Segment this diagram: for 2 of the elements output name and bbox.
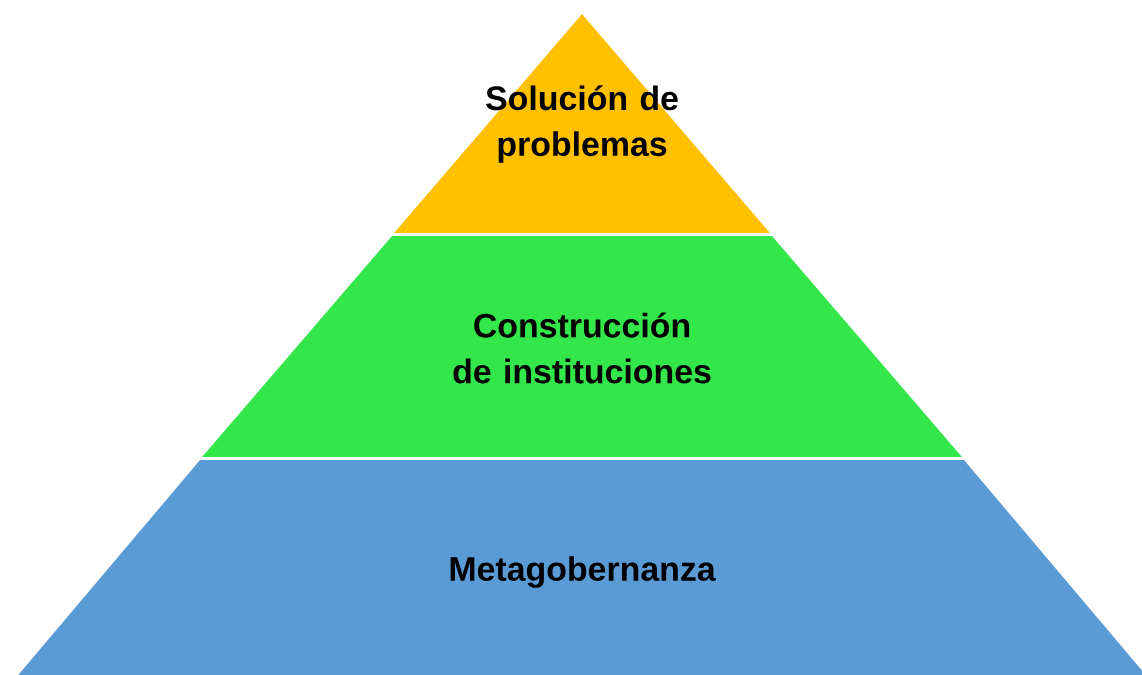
pyramid-tier: Construcción de instituciones	[202, 236, 962, 457]
pyramid-tier: Metagobernanza	[14, 460, 1142, 675]
